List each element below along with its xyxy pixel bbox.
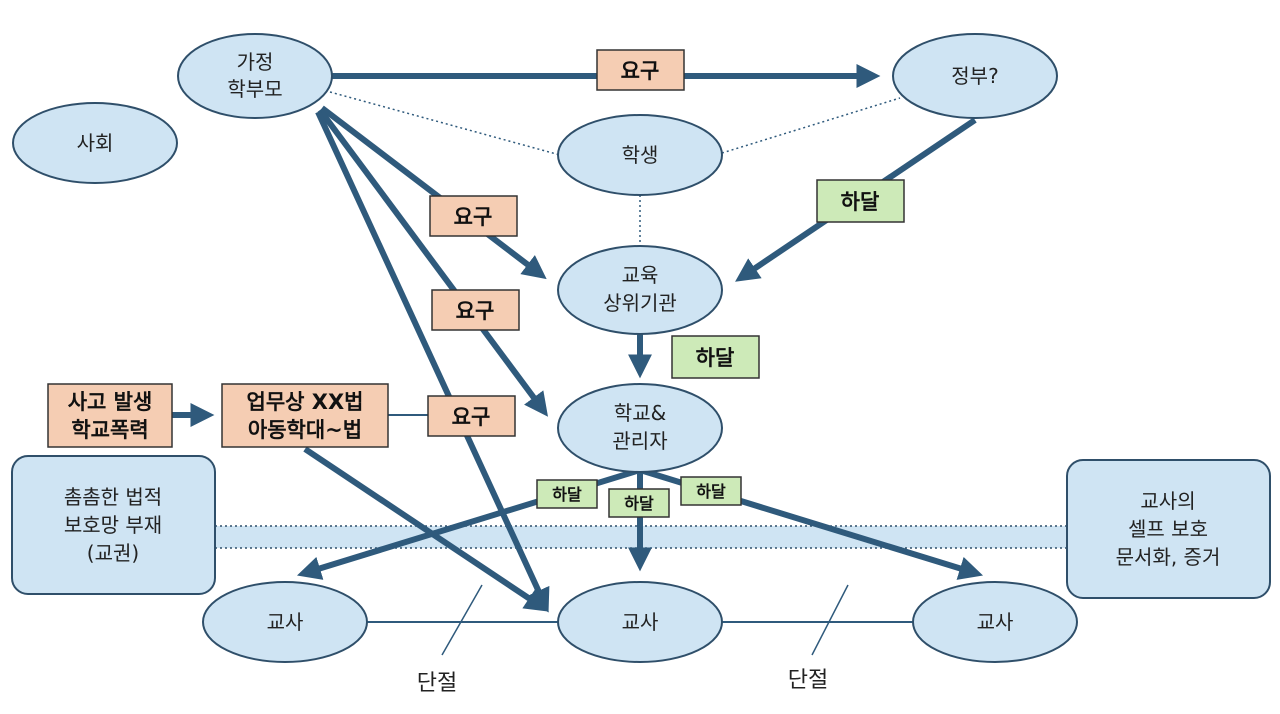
self-protection-line3: 문서화, 증거 [1116, 545, 1221, 569]
node-family-line1: 가정 [237, 50, 274, 74]
svg-text:하달: 하달 [841, 190, 880, 214]
node-government-label: 정부? [951, 64, 998, 88]
demand-label-teacher: 요구 [427, 395, 516, 437]
disconnect-slash-left [441, 584, 483, 656]
node-school-line2: 관리자 [612, 429, 667, 453]
box-laws: 업무상 XX법 아동학대~법 [221, 383, 389, 448]
self-protection-line2: 셀프 보호 [1128, 517, 1208, 541]
demand-label-authority: 요구 [429, 195, 518, 237]
legal-gap-line3: (교권) [87, 541, 139, 565]
node-family: 가정 학부모 [177, 33, 333, 119]
node-education-authority: 교육 상위기관 [557, 245, 723, 335]
demand-label-school: 요구 [431, 289, 520, 331]
node-student: 학생 [557, 114, 723, 196]
node-society: 사회 [12, 102, 178, 184]
svg-text:요구: 요구 [456, 299, 495, 323]
node-authority-line2: 상위기관 [603, 291, 677, 315]
teacher-connections [365, 414, 915, 623]
demand-label-top: 요구 [596, 49, 685, 91]
svg-text:요구: 요구 [452, 405, 491, 429]
delegate-label-government: 하달 [816, 179, 905, 223]
family-student-dotted-line [329, 91, 561, 156]
delegate-label-left: 하달 [536, 479, 598, 509]
node-society-label: 사회 [77, 131, 114, 155]
incident-line2: 학교폭력 [71, 418, 148, 442]
node-teacher-left: 교사 [202, 581, 368, 663]
delegate-label-center: 하달 [608, 488, 670, 518]
node-student-label: 학생 [622, 143, 659, 167]
svg-text:요구: 요구 [454, 205, 493, 229]
delegate-label-authority: 하달 [671, 335, 760, 379]
node-school-admin: 학교& 관리자 [557, 383, 723, 473]
box-legal-gap: 촘촘한 법적 보호망 부재 (교권) [11, 455, 216, 595]
government-student-dotted-line [721, 97, 901, 154]
disconnect-text-left: 단절 [417, 671, 457, 696]
svg-text:요구: 요구 [621, 59, 660, 83]
node-teacher-center-label: 교사 [622, 610, 659, 634]
disconnect-text-right: 단절 [788, 668, 828, 693]
node-teacher-left-label: 교사 [267, 610, 304, 634]
disconnect-slash-right [811, 584, 849, 656]
svg-text:하달: 하달 [552, 485, 582, 504]
arrow-family-to-authority [320, 105, 547, 280]
svg-text:하달: 하달 [624, 494, 654, 513]
self-protection-line1: 교사의 [1140, 489, 1195, 513]
svg-text:하달: 하달 [696, 346, 735, 370]
legal-gap-line1: 촘촘한 법적 [64, 485, 162, 509]
student-relations [329, 91, 901, 250]
node-teacher-right-label: 교사 [977, 610, 1014, 634]
node-family-line2: 학부모 [227, 77, 282, 101]
box-self-protection: 교사의 셀프 보호 문서화, 증거 [1066, 459, 1271, 599]
disconnect-marks [441, 584, 849, 656]
legal-gap-line2: 보호망 부재 [64, 513, 162, 537]
node-teacher-center: 교사 [557, 581, 723, 663]
node-school-line1: 학교& [614, 401, 666, 425]
arrow-family-to-teacher [315, 110, 550, 613]
incident-line1: 사고 발생 [68, 390, 153, 414]
node-authority-line1: 교육 [622, 263, 659, 287]
arrow-laws-to-teacher [303, 446, 549, 612]
laws-line2: 아동학대~법 [248, 418, 362, 442]
laws-line1: 업무상 XX법 [247, 390, 364, 414]
node-teacher-right: 교사 [912, 581, 1078, 663]
svg-text:하달: 하달 [696, 482, 726, 501]
box-incident: 사고 발생 학교폭력 [47, 383, 173, 448]
arrow-family-to-school [317, 108, 549, 417]
node-government: 정부? [892, 33, 1058, 119]
delegate-label-right: 하달 [680, 476, 742, 506]
